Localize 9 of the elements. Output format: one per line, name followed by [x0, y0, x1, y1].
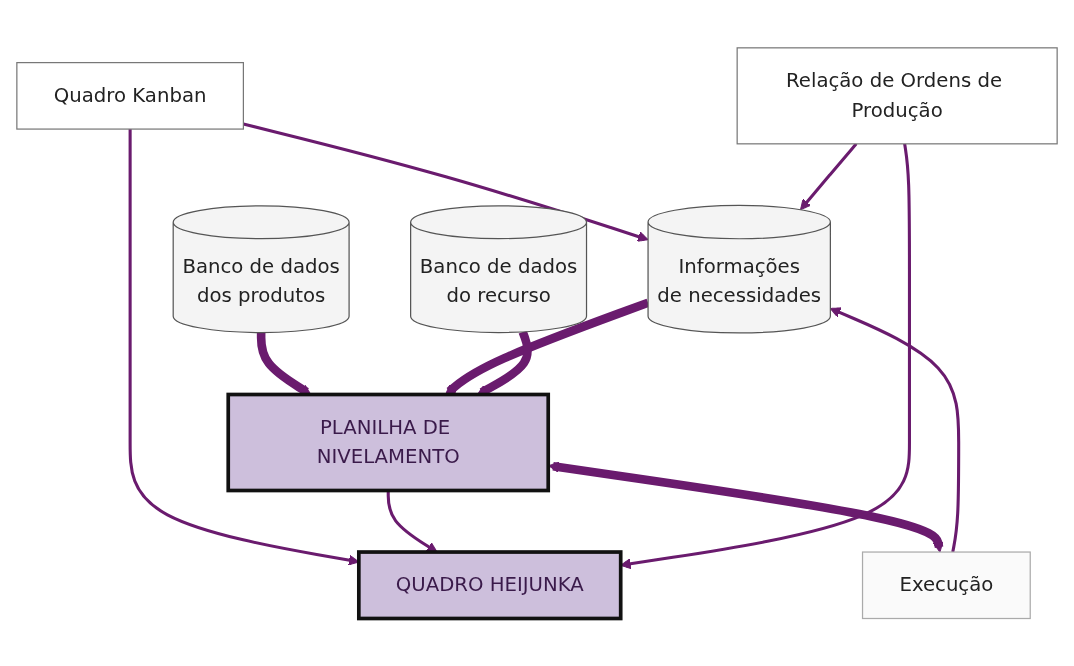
node-box: Execução [861, 551, 1031, 619]
node-box: Quadro Kanban [16, 61, 244, 130]
node-box: Relação de Ordens de Produção [736, 47, 1058, 145]
arrow [243, 122, 649, 242]
node-box: PLANILHA DE NIVELAMENTO [226, 392, 551, 493]
arrow [829, 307, 961, 553]
arrow [445, 298, 650, 395]
node-box: QUADRO HEIJUNKA [357, 550, 623, 621]
arrow [800, 142, 858, 211]
